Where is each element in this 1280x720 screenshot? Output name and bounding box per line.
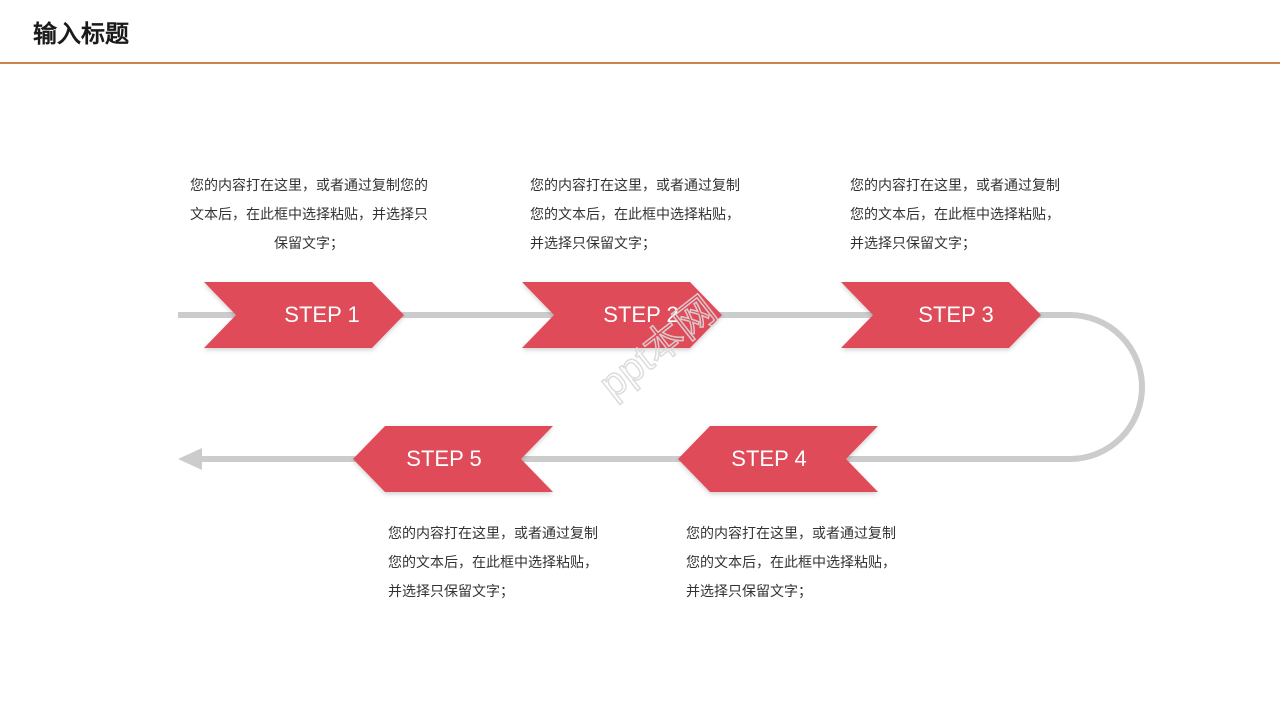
- step-chevron-5: STEP 5: [353, 426, 553, 492]
- title-divider: [0, 62, 1280, 64]
- step-label-1: STEP 1: [284, 302, 359, 327]
- step-label-4: STEP 4: [731, 446, 806, 471]
- page-title: 输入标题: [33, 19, 129, 48]
- step-chevron-2: STEP 2: [522, 282, 722, 348]
- step-description-4: 您的内容打在这里，或者通过复制您的文本后，在此框中选择粘贴，并选择只保留文字；: [686, 526, 896, 600]
- step-description-2: 您的内容打在这里，或者通过复制您的文本后，在此框中选择粘贴，并选择只保留文字；: [530, 178, 740, 252]
- step-chevron-3: STEP 3: [841, 282, 1041, 348]
- step-label-2: STEP 2: [603, 302, 678, 327]
- step-chevron-4: STEP 4: [678, 426, 878, 492]
- step-description-5: 您的内容打在这里，或者通过复制您的文本后，在此框中选择粘贴，并选择只保留文字；: [388, 526, 598, 600]
- step-description-3: 您的内容打在这里，或者通过复制您的文本后，在此框中选择粘贴，并选择只保留文字；: [850, 178, 1060, 252]
- step-chevron-1: STEP 1: [204, 282, 404, 348]
- step-label-3: STEP 3: [918, 302, 993, 327]
- arrow-left-icon: [178, 448, 202, 470]
- step-label-5: STEP 5: [406, 446, 481, 471]
- step-description-1: 您的内容打在这里，或者通过复制您的文本后，在此框中选择粘贴，并选择只保留文字；: [190, 178, 428, 252]
- connector-curve: [860, 312, 1145, 462]
